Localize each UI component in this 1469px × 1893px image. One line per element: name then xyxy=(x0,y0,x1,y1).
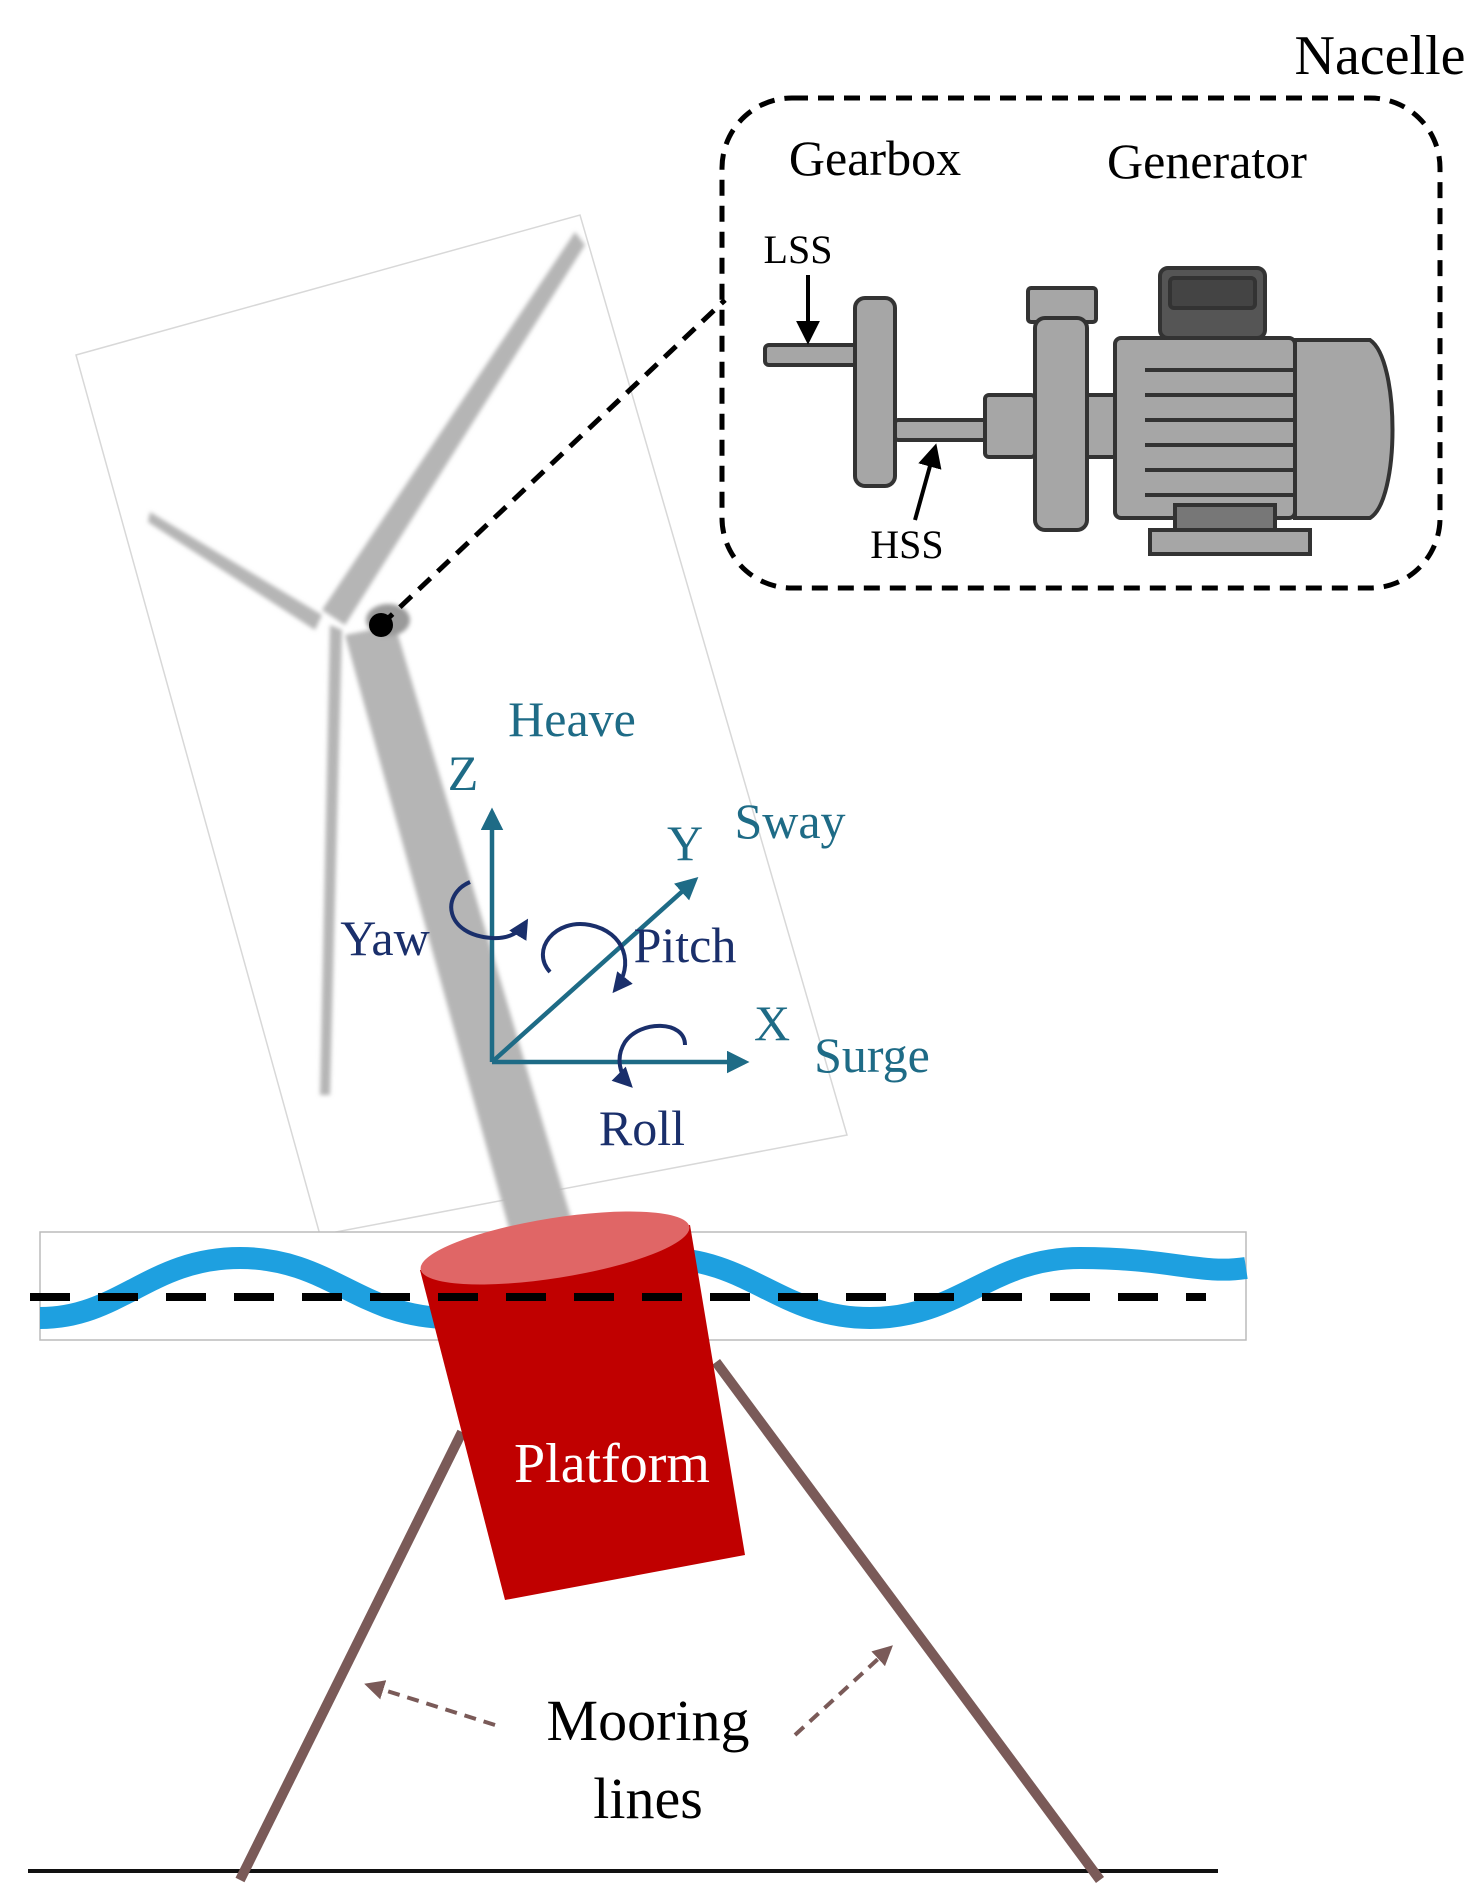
mooring-lines xyxy=(235,1359,1105,1883)
motor-body xyxy=(1113,336,1297,520)
roll-rotation-arrow xyxy=(611,1023,687,1088)
generator-label: Generator xyxy=(1107,133,1307,189)
platform-label: Platform xyxy=(514,1433,710,1495)
low-speed-shaft xyxy=(763,343,862,367)
platform-top xyxy=(420,1211,690,1285)
mooring-pointer-left xyxy=(364,1680,496,1727)
platform-body xyxy=(420,1225,745,1600)
mooring-label-line1: Mooring xyxy=(547,1688,750,1753)
flange-body xyxy=(1033,316,1089,532)
turbine-tower xyxy=(345,625,582,1268)
nacelle-title: Nacelle xyxy=(1295,25,1466,87)
coupling xyxy=(983,393,1037,459)
pitch-label: Pitch xyxy=(634,917,737,973)
heave-label: Heave xyxy=(508,691,636,747)
hss-pointer xyxy=(913,443,942,521)
mooring-label-line2: lines xyxy=(593,1766,703,1831)
mooring-line-left xyxy=(235,1429,467,1883)
mooring-line-right xyxy=(711,1359,1105,1883)
gearbox-plate xyxy=(853,296,897,488)
turbine-image-frame xyxy=(75,214,848,1236)
y-axis-label: Y xyxy=(667,815,703,871)
yaw-label: Yaw xyxy=(340,910,429,966)
rotation-arrows xyxy=(449,880,687,1088)
motor-base xyxy=(1148,528,1312,556)
sway-label: Sway xyxy=(734,793,845,849)
blade-left xyxy=(148,512,322,630)
motor-connector xyxy=(1085,393,1119,459)
pitch-rotation-arrow xyxy=(540,922,633,994)
lss-label: LSS xyxy=(764,227,833,272)
motor-end-cap xyxy=(1293,338,1395,520)
nacelle-box xyxy=(719,95,1443,591)
yaw-rotation-arrow xyxy=(449,880,529,941)
drivetrain xyxy=(763,266,1395,556)
y-axis xyxy=(490,876,699,1064)
gearbox-label: Gearbox xyxy=(789,130,961,186)
high-speed-shaft xyxy=(893,418,997,442)
platform xyxy=(420,1211,745,1600)
mooring-pointer-right xyxy=(793,1645,893,1737)
z-axis-label: Z xyxy=(448,745,479,801)
x-axis-label: X xyxy=(754,995,790,1051)
blade-upper xyxy=(322,232,585,625)
roll-label: Roll xyxy=(599,1100,685,1156)
nacelle-leader-line xyxy=(379,298,727,627)
terminal-box-lid xyxy=(1168,276,1257,310)
blade-lower xyxy=(320,625,342,1095)
surge-label: Surge xyxy=(814,1027,930,1083)
hss-label: HSS xyxy=(870,522,943,567)
turbine-rotor xyxy=(148,232,585,1095)
